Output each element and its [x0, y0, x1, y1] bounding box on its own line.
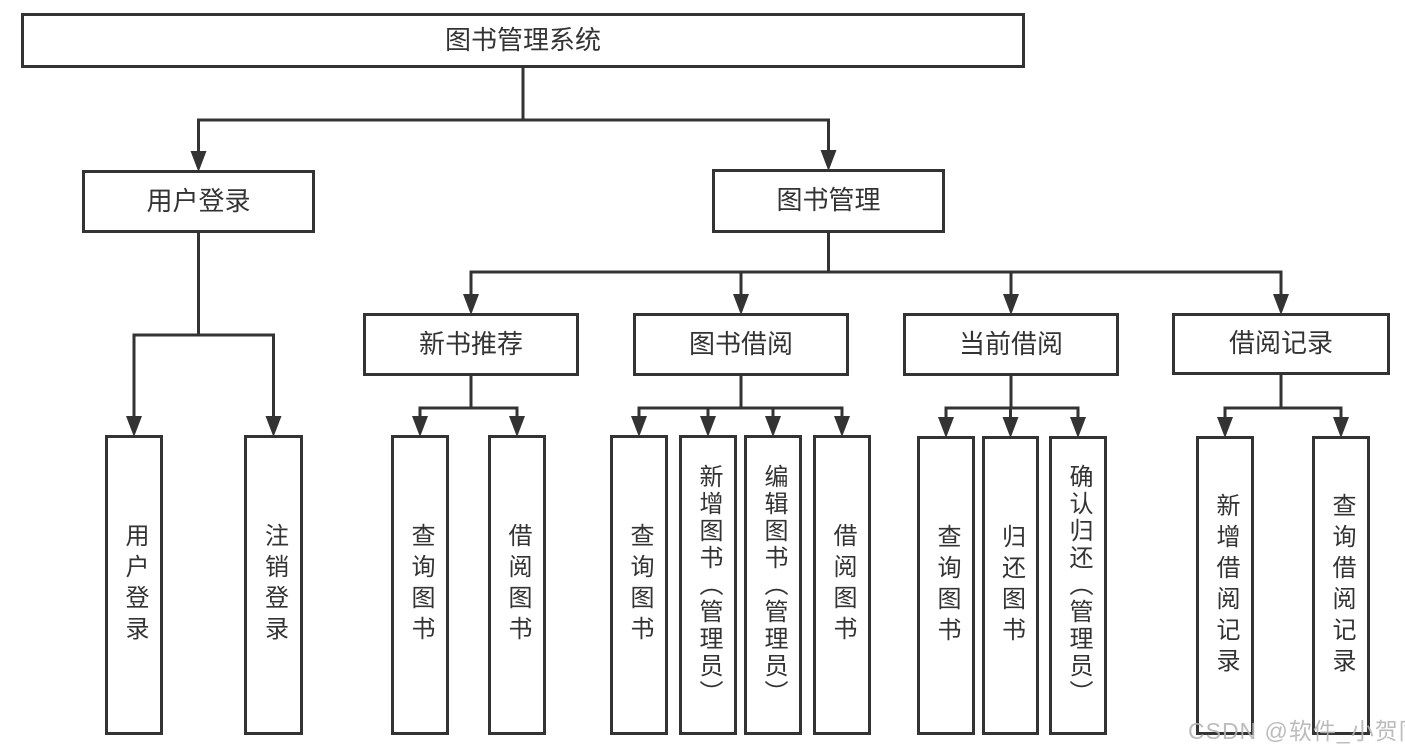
node-label-br-add: 新增借阅记录 [1212, 492, 1239, 679]
arrowhead-icon [463, 294, 479, 315]
node-label-cb-return: 归还图书 [997, 523, 1025, 648]
node-root: 图书管理系统 [21, 13, 1025, 68]
node-label-br-query: 查询借阅记录 [1328, 492, 1355, 679]
node-label-new-book-rec: 新书推荐 [418, 328, 523, 359]
node-book-mgmt: 图书管理 [712, 169, 945, 233]
node-bb-borrow: 借阅图书 [813, 435, 871, 735]
arrowhead-icon [700, 416, 716, 437]
node-bb-edit: 编辑图书（管理员） [744, 435, 802, 735]
node-label-book-borrow: 图书借阅 [688, 328, 793, 359]
node-current-borrow: 当前借阅 [903, 313, 1119, 376]
node-label-leaf-logout: 注销登录 [260, 523, 288, 647]
node-br-query: 查询借阅记录 [1312, 436, 1370, 735]
arrowhead-icon [1003, 294, 1019, 315]
arrowhead-icon [834, 416, 850, 437]
node-book-borrow: 图书借阅 [633, 313, 849, 376]
node-new-book-rec: 新书推荐 [363, 313, 579, 376]
node-user-login: 用户登录 [82, 170, 315, 233]
arrowhead-icon [1273, 294, 1289, 315]
node-label-bb-edit: 编辑图书（管理员） [760, 463, 787, 707]
arrowhead-icon [1002, 417, 1019, 438]
node-bb-add: 新增图书（管理员） [679, 435, 737, 735]
arrowhead-icon [1070, 417, 1086, 438]
node-label-leaf-user-login: 用户登录 [121, 523, 148, 647]
node-borrow-records: 借阅记录 [1172, 313, 1390, 375]
node-label-borrow-records: 借阅记录 [1228, 328, 1333, 359]
arrowhead-icon [1217, 417, 1233, 438]
arrowhead-icon [509, 416, 525, 437]
node-label-nb-query: 查询图书 [407, 523, 434, 647]
arrowhead-icon [820, 150, 837, 171]
node-label-bb-query: 查询图书 [626, 523, 653, 647]
node-nb-borrow: 借阅图书 [488, 435, 546, 735]
arrowhead-icon [412, 416, 428, 437]
node-label-bb-add: 新增图书（管理员） [695, 463, 722, 707]
node-bb-query: 查询图书 [610, 435, 668, 735]
node-label-cb-confirm: 确认归还（管理员） [1065, 464, 1092, 707]
node-cb-return: 归还图书 [982, 436, 1039, 735]
node-label-nb-borrow: 借阅图书 [504, 523, 531, 647]
node-label-cb-query: 查询图书 [933, 523, 960, 648]
arrowhead-icon [733, 294, 749, 315]
arrowhead-icon [631, 416, 647, 437]
node-leaf-user-login: 用户登录 [105, 435, 163, 735]
node-nb-query: 查询图书 [391, 435, 449, 735]
arrowhead-icon [938, 417, 954, 438]
arrowhead-icon [190, 151, 207, 172]
arrowhead-icon [765, 416, 781, 437]
node-label-book-mgmt: 图书管理 [776, 185, 881, 216]
node-label-user-login: 用户登录 [146, 185, 251, 216]
node-leaf-logout: 注销登录 [244, 435, 303, 735]
arrowhead-icon [265, 416, 282, 437]
arrowhead-icon [126, 416, 142, 437]
arrowhead-icon [1333, 417, 1349, 438]
watermark-text: CSDN @软件_小贺同学 [1188, 718, 1405, 744]
node-label-bb-borrow: 借阅图书 [829, 523, 856, 647]
node-cb-confirm: 确认归还（管理员） [1049, 436, 1107, 735]
node-br-add: 新增借阅记录 [1196, 436, 1254, 735]
node-cb-query: 查询图书 [917, 436, 975, 735]
node-label-root: 图书管理系统 [444, 24, 601, 55]
node-label-current-borrow: 当前借阅 [958, 328, 1063, 359]
